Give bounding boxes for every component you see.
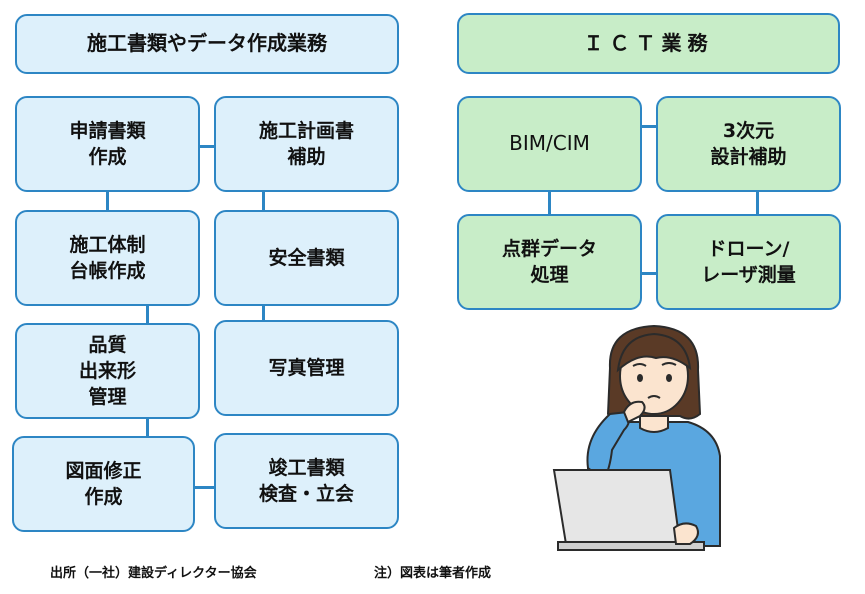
box-point-cloud: 点群データ 処理 (457, 214, 642, 310)
box-bim-cim: BIM/CIM (457, 96, 642, 192)
connector (548, 191, 551, 216)
construction-header: 施工書類やデータ作成業務 (15, 14, 399, 74)
box-construction-plan: 施工計画書 補助 (214, 96, 399, 192)
connector (146, 305, 149, 325)
author-note: 注）図表は筆者作成 (374, 566, 492, 581)
connector (106, 191, 109, 212)
connector (262, 191, 265, 212)
connector (641, 272, 657, 275)
connector (146, 418, 149, 438)
connector (641, 125, 657, 128)
box-drone-survey: ドローン/ レーザ測量 (656, 214, 841, 310)
source-note: 出所（一社）建設ディレクター協会 (50, 566, 257, 581)
box-3d-design: 3次元 設計補助 (656, 96, 841, 192)
box-completion-docs: 竣工書類 検査・立会 (214, 433, 399, 529)
connector (262, 305, 265, 322)
connector (756, 191, 759, 216)
box-safety-docs: 安全書類 (214, 210, 399, 306)
box-construction-system: 施工体制 台帳作成 (15, 210, 200, 306)
connector (199, 145, 215, 148)
box-drawing-revision: 図面修正 作成 (12, 436, 195, 532)
connector (194, 486, 216, 489)
box-quality-management: 品質 出来形 管理 (15, 323, 200, 419)
thinking-person-illustration (552, 324, 721, 551)
ict-header: ＩＣＴ業務 (457, 13, 840, 74)
box-application-docs: 申請書類 作成 (15, 96, 200, 192)
box-photo-management: 写真管理 (214, 320, 399, 416)
